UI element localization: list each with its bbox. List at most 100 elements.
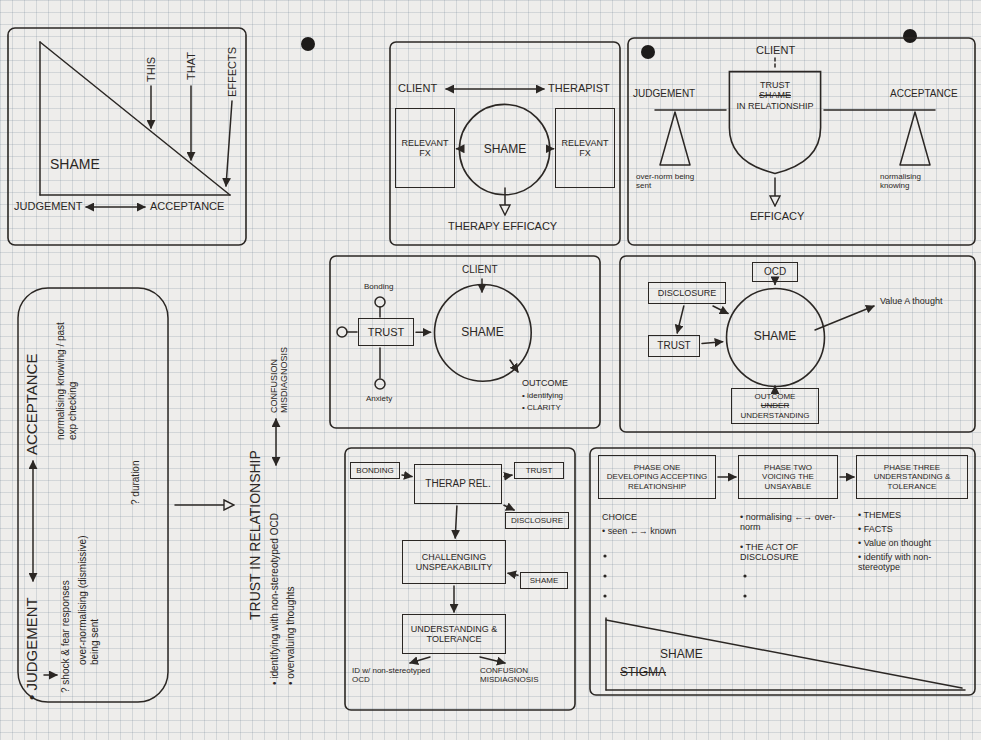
- understanding-box: UNDERSTANDING & TOLERANCE: [402, 614, 506, 654]
- handwritten-label: CHOICE: [602, 512, 637, 522]
- connector-arrow: [677, 306, 684, 333]
- trust-box: TRUST: [358, 318, 414, 346]
- node-title: THERAP REL.: [418, 478, 498, 490]
- relationship-box: THERAP REL.: [414, 464, 502, 504]
- handwritten-label: over-normalising (dismissive) being sent: [77, 535, 100, 665]
- handwritten-label: CONFUSION MISDIAGNOSIS: [480, 666, 568, 684]
- challenge-box: CHALLENGING UNSPEAKABILITY: [402, 540, 506, 584]
- shame-circle: SHAME: [725, 287, 826, 388]
- node-title: CHALLENGING UNSPEAKABILITY: [406, 552, 502, 573]
- node-text: UNDERSTANDING: [735, 411, 815, 420]
- node-title: TRUST: [518, 466, 560, 475]
- handwritten-label: Value A thought: [880, 296, 942, 306]
- pointer-arrow: [226, 101, 232, 186]
- punch-hole: [301, 37, 315, 51]
- connector-arrow: [713, 306, 728, 314]
- hollow-arrow: [504, 188, 506, 214]
- leader-line: [379, 307, 381, 317]
- punch-hole: [903, 29, 917, 43]
- handwritten-label: ? shock & fear responses: [60, 580, 72, 693]
- node-title: SHAME: [728, 330, 823, 344]
- trust-box: TRUST: [648, 335, 700, 357]
- node-title: BONDING: [354, 466, 396, 475]
- panel-frame: [628, 38, 975, 245]
- node-title: RELEVANT FX: [399, 138, 451, 159]
- hollow-arrow: [774, 178, 776, 205]
- handwritten-label: EFFICACY: [750, 210, 804, 223]
- handwritten-label: ACCEPTANCE: [150, 200, 224, 213]
- factor-box: RELEVANT FX: [395, 108, 455, 188]
- rotated-notes-lines: [18, 288, 276, 702]
- notes-outline: [18, 288, 168, 702]
- node-title: TRUST: [731, 80, 819, 90]
- pointer-arrow: [44, 674, 57, 676]
- axis-line: [605, 618, 607, 690]
- handwritten-label: • FACTS: [858, 524, 893, 534]
- phase-box: PHASE THREEUNDERSTANDING & TOLERANCE: [856, 455, 968, 499]
- bullet-dot: [603, 554, 606, 557]
- pointer-arrow: [481, 279, 483, 292]
- shame-slope: [40, 42, 230, 195]
- panel-frame: [620, 256, 975, 432]
- node-title: SHAME: [461, 143, 548, 157]
- handwritten-label: normalising knowing: [880, 172, 952, 190]
- connector-arrow: [702, 342, 723, 344]
- connector-arrow: [416, 331, 431, 333]
- leader-line: [347, 331, 357, 333]
- handwritten-label: Bonding: [364, 282, 393, 291]
- node-title: UNDERSTANDING & TOLERANCE: [406, 624, 502, 645]
- connector-arrow: [402, 475, 412, 477]
- node-text: IN RELATIONSHIP: [731, 101, 819, 111]
- node-text: VOICING THE UNSAYABLE: [742, 472, 834, 490]
- handwritten-label: SHAME: [660, 648, 703, 662]
- connector-arrow: [718, 476, 736, 478]
- shame-box: SHAME: [520, 572, 568, 589]
- outline-stroke: [434, 284, 531, 381]
- outline-stroke: [726, 288, 824, 386]
- handwritten-label: over-norm being sent: [636, 172, 708, 190]
- scale-beam: [824, 109, 935, 111]
- handwritten-label: THERAPIST: [548, 82, 610, 95]
- node-title: RELEVANT FX: [559, 138, 611, 159]
- bullet-dot: [603, 594, 606, 597]
- node-title: PHASE THREE: [860, 463, 964, 472]
- node-text: DEVELOPING ACCEPTING RELATIONSHIP: [602, 472, 712, 490]
- connector-arrow: [456, 148, 458, 150]
- node-title: TRUST: [652, 340, 696, 352]
- factor-box: RELEVANT FX: [555, 108, 615, 188]
- punch-holes: [301, 29, 917, 59]
- bullet-dots: [603, 554, 746, 597]
- connector-arrow: [455, 506, 457, 538]
- handwritten-label: • THEMES: [858, 510, 901, 520]
- small-circle: [337, 327, 347, 337]
- pointer-arrow: [480, 657, 505, 663]
- connector-arrow: [774, 283, 776, 285]
- handwritten-label: TRUST IN RELATIONSHIP: [247, 450, 263, 620]
- double-arrow: [86, 206, 145, 208]
- dashed-line: [774, 58, 776, 68]
- node-title: OCD: [756, 266, 794, 278]
- rotated-label: THAT: [185, 52, 198, 80]
- axis-line: [40, 194, 230, 196]
- pointer-arrow: [190, 86, 192, 160]
- node-title: PHASE TWO: [742, 463, 834, 472]
- phase-box: PHASE ONEDEVELOPING ACCEPTING RELATIONSH…: [598, 455, 716, 499]
- pointer-arrow: [815, 306, 874, 330]
- handwritten-label: • Value on thought: [858, 538, 931, 548]
- bullet-dot: [603, 574, 606, 577]
- scale-pan: [900, 112, 930, 165]
- connector-arrow: [508, 573, 518, 575]
- panel-frame: [590, 448, 975, 695]
- rotated-label: EFFECTS: [226, 47, 239, 97]
- trust-box: TRUST: [514, 462, 564, 479]
- handwritten-label: ACCEPTANCE: [23, 354, 40, 455]
- bullet-dot: [743, 594, 746, 597]
- double-arrow: [275, 419, 277, 465]
- pointer-arrow: [150, 86, 152, 128]
- disclosure-box: DISCLOSURE: [505, 512, 569, 529]
- rotated-label: THIS: [145, 57, 158, 82]
- node-title: TRUST: [362, 326, 410, 339]
- double-arrow: [32, 461, 34, 581]
- handwritten-label: Anxiety: [366, 394, 392, 403]
- scale-beam: [655, 109, 726, 111]
